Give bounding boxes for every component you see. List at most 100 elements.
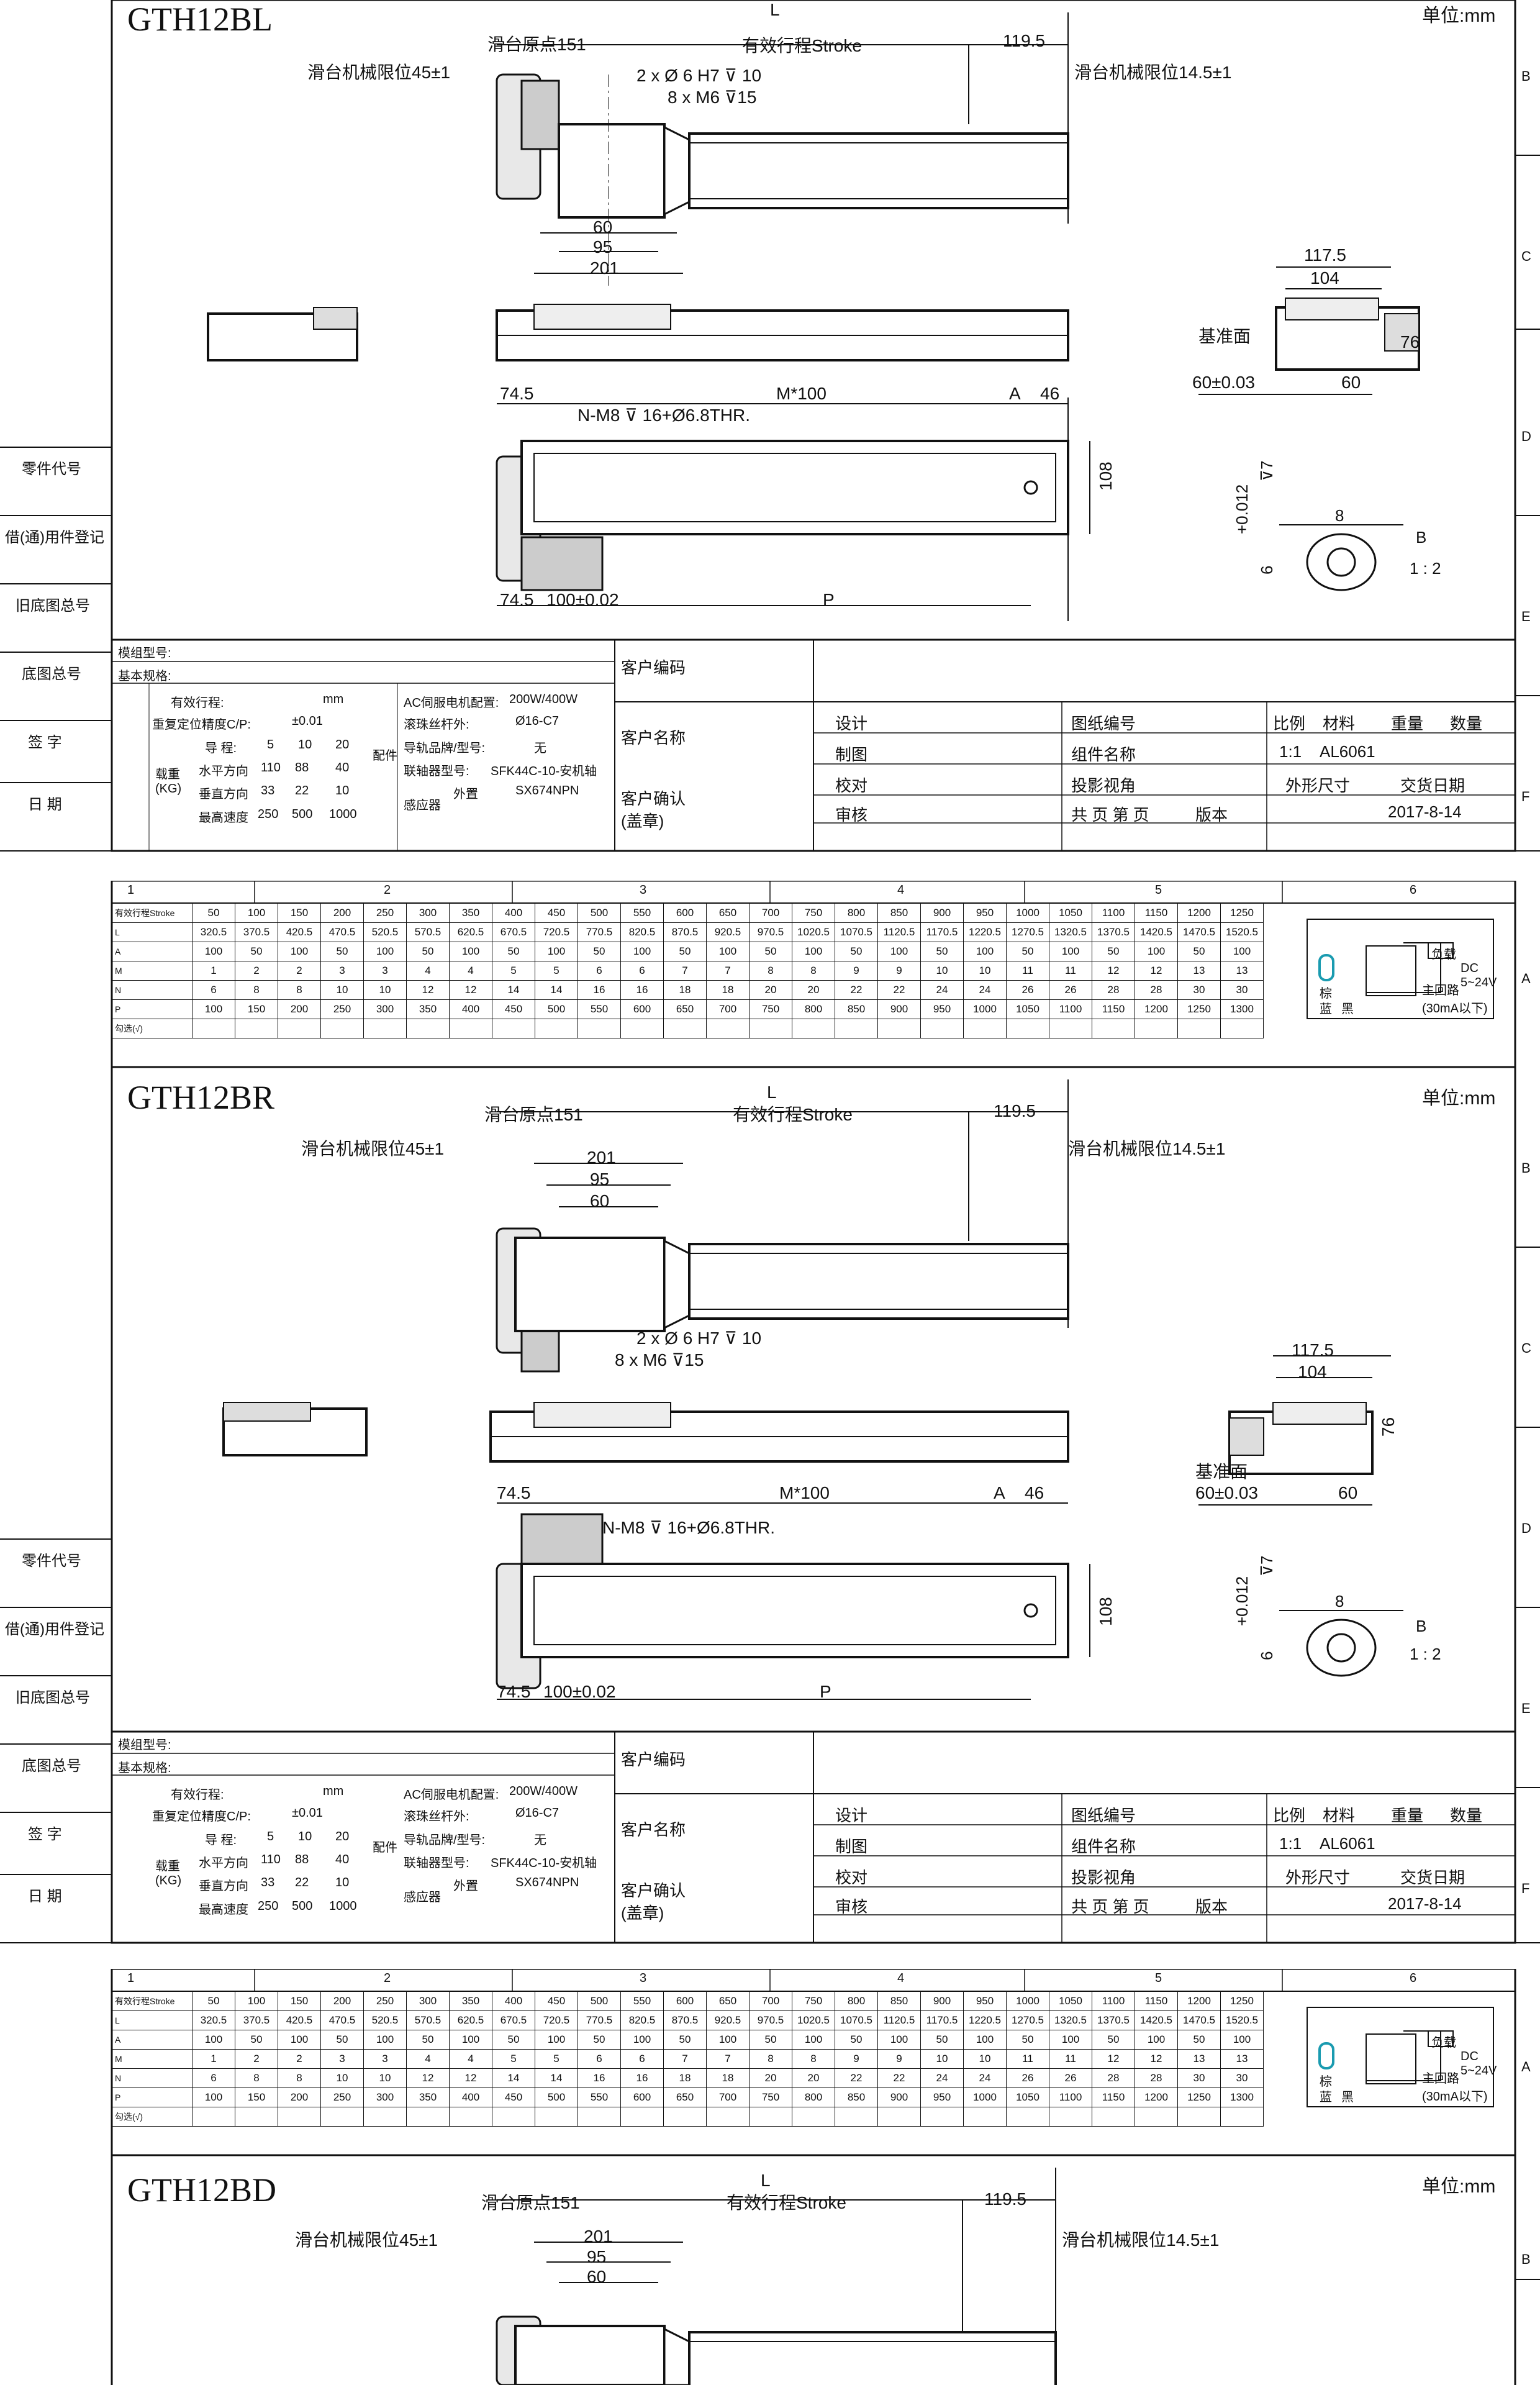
table-cell[interactable] (320, 1019, 364, 1038)
table-cell[interactable] (449, 2107, 492, 2127)
table-cell[interactable] (1092, 2107, 1135, 2127)
table-cell: 1120.5 (877, 2010, 921, 2030)
table-cell[interactable] (406, 1019, 450, 1038)
tb-coupler-value: SFK44C-10-安机轴 (491, 1856, 597, 1870)
table-cell[interactable] (535, 2107, 578, 2127)
table-cell: 12 (406, 980, 450, 1000)
table-cell[interactable] (792, 2107, 835, 2127)
tb-lead-1: 5 (267, 1830, 274, 1843)
row-letter-d: D (1521, 1520, 1531, 1536)
table-cell: 11 (1049, 2049, 1092, 2069)
table-cell[interactable] (192, 1019, 235, 1038)
table-cell[interactable] (877, 2107, 921, 2127)
table-cell: 750 (792, 903, 835, 923)
table-cell[interactable] (706, 2107, 750, 2127)
table-cell[interactable] (835, 1019, 878, 1038)
table-cell: 570.5 (406, 922, 450, 942)
table-cell: 12 (1135, 961, 1178, 981)
table-cell[interactable] (278, 1019, 321, 1038)
table-cell[interactable] (1220, 1019, 1264, 1038)
table-cell[interactable] (877, 1019, 921, 1038)
table-row-header: 勾选(√) (112, 1019, 192, 1038)
table-cell[interactable] (278, 2107, 321, 2127)
table-cell[interactable] (1220, 2107, 1264, 2127)
table-cell[interactable] (1006, 2107, 1049, 2127)
table-cell[interactable] (406, 2107, 450, 2127)
table-cell[interactable] (1006, 1019, 1049, 1038)
tb-sensor-label: 感应器 (404, 1891, 441, 1904)
table-cell: 700 (706, 2087, 750, 2107)
row-letter-d: D (1521, 429, 1531, 444)
table-cell: 650 (663, 2087, 707, 2107)
table-cell: 620.5 (449, 922, 492, 942)
table-cell[interactable] (1092, 1019, 1135, 1038)
table-cell[interactable] (1177, 1019, 1221, 1038)
table-cell: 3 (363, 2049, 407, 2069)
table-cell[interactable] (1049, 1019, 1092, 1038)
table-cell[interactable] (920, 1019, 964, 1038)
table-cell[interactable] (792, 1019, 835, 1038)
table-cell[interactable] (663, 1019, 707, 1038)
dim-95: 95 (590, 1170, 610, 1189)
table-cell[interactable] (1135, 2107, 1178, 2127)
table-cell[interactable] (706, 1019, 750, 1038)
table-cell[interactable] (663, 2107, 707, 2127)
table-cell: 20 (749, 2068, 792, 2088)
unit-label: 单位:mm (1422, 1088, 1496, 1109)
table-cell: 350 (406, 999, 450, 1019)
tb-review: 审核 (835, 806, 868, 824)
table-cell[interactable] (578, 1019, 621, 1038)
table-cell[interactable] (492, 2107, 535, 2127)
circuit-load: 负载 (1431, 948, 1456, 961)
side-label-borrow: 借(通)用件登记 (5, 529, 104, 546)
table-cell: 8 (792, 961, 835, 981)
table-row-header: A (112, 942, 192, 961)
table-cell: 22 (877, 980, 921, 1000)
table-cell[interactable] (1135, 1019, 1178, 1038)
tb-customer-code: 客户编码 (621, 658, 686, 677)
table-cell: 1020.5 (792, 922, 835, 942)
dim-74-5: 74.5 (500, 384, 534, 403)
table-cell[interactable] (835, 2107, 878, 2127)
table-cell[interactable] (749, 2107, 792, 2127)
table-cell: 1 (192, 961, 235, 981)
table-cell[interactable] (1177, 2107, 1221, 2127)
table-cell[interactable] (620, 2107, 664, 2127)
table-row-header: A (112, 2030, 192, 2050)
table-cell: 12 (1092, 2049, 1135, 2069)
col-number-5: 5 (1155, 883, 1162, 897)
drawing-sheet-2: GTH12BR 单位:mm L 滑台原点151 有效行程Stroke 119.5… (0, 1067, 1540, 1949)
table-cell: 10 (963, 2049, 1007, 2069)
detail-8: 8 (1335, 506, 1344, 525)
table-cell[interactable] (963, 1019, 1007, 1038)
table-cell[interactable] (363, 2107, 407, 2127)
dim-datum: 基准面 (1195, 1462, 1248, 1481)
table-cell[interactable] (963, 2107, 1007, 2127)
table-cell[interactable] (620, 1019, 664, 1038)
table-cell[interactable] (1049, 2107, 1092, 2127)
table-cell[interactable] (320, 2107, 364, 2127)
table-cell: 520.5 (363, 2010, 407, 2030)
circuit-brown: 棕 (1320, 987, 1332, 1001)
tb-stroke-unit: mm (323, 1784, 344, 1798)
table-cell: 800 (835, 903, 878, 923)
table-cell[interactable] (749, 1019, 792, 1038)
table-cell[interactable] (578, 2107, 621, 2127)
table-cell[interactable] (235, 2107, 278, 2127)
table-cell[interactable] (192, 2107, 235, 2127)
tb-repeat-label: 重复定位精度C/P: (152, 718, 251, 732)
table-cell: 100 (278, 2030, 321, 2050)
table-cell[interactable] (492, 1019, 535, 1038)
table-cell[interactable] (363, 1019, 407, 1038)
table-cell: 18 (663, 980, 707, 1000)
table-cell[interactable] (235, 1019, 278, 1038)
table-cell: 1000 (1006, 1991, 1049, 2011)
circuit-volt: DC 5~24V (1461, 961, 1497, 989)
table-cell: 5 (535, 2049, 578, 2069)
table-cell: 3 (363, 961, 407, 981)
tb-assembly-name: 组件名称 (1071, 745, 1136, 764)
table-cell[interactable] (920, 2107, 964, 2127)
table-cell[interactable] (535, 1019, 578, 1038)
table-cell[interactable] (449, 1019, 492, 1038)
dim-74-5b: 74.5 (500, 590, 534, 609)
